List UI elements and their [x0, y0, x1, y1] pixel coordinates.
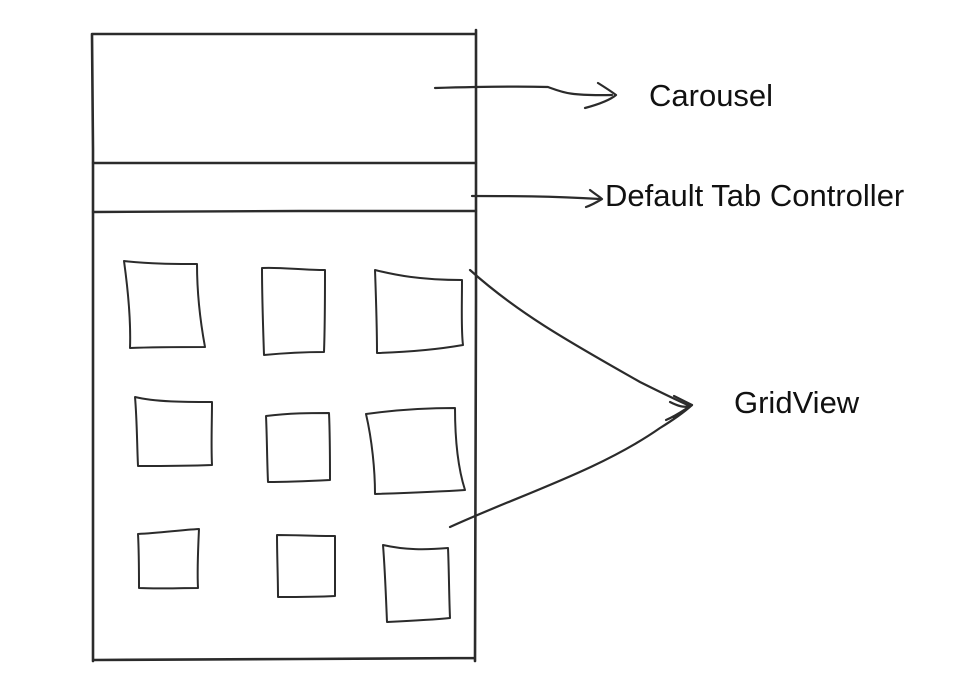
grid-tile	[382, 544, 451, 623]
gridview-label: GridView	[734, 385, 860, 420]
grid-tile	[276, 534, 336, 598]
grid-tile	[261, 266, 326, 356]
tab-controller-divider	[91, 209, 478, 214]
grid-tile	[137, 528, 200, 590]
carousel-label: Carousel	[649, 78, 774, 113]
grid-tile	[134, 396, 213, 467]
grid-view	[123, 260, 466, 623]
gridview-arrow-top	[468, 268, 692, 408]
gridview-arrow-bottom	[448, 403, 694, 529]
grid-tile	[374, 269, 464, 354]
grid-tile	[265, 412, 331, 483]
tab-controller-arrow	[470, 188, 604, 209]
tab-controller-label: Default Tab Controller	[605, 178, 905, 213]
tab-controller-section	[94, 164, 474, 210]
gridview-arrowhead	[664, 394, 694, 422]
grid-tile	[365, 407, 466, 495]
grid-tile	[123, 260, 206, 349]
phone-frame	[90, 28, 478, 663]
carousel-section	[94, 36, 474, 162]
carousel-arrow	[433, 81, 618, 110]
